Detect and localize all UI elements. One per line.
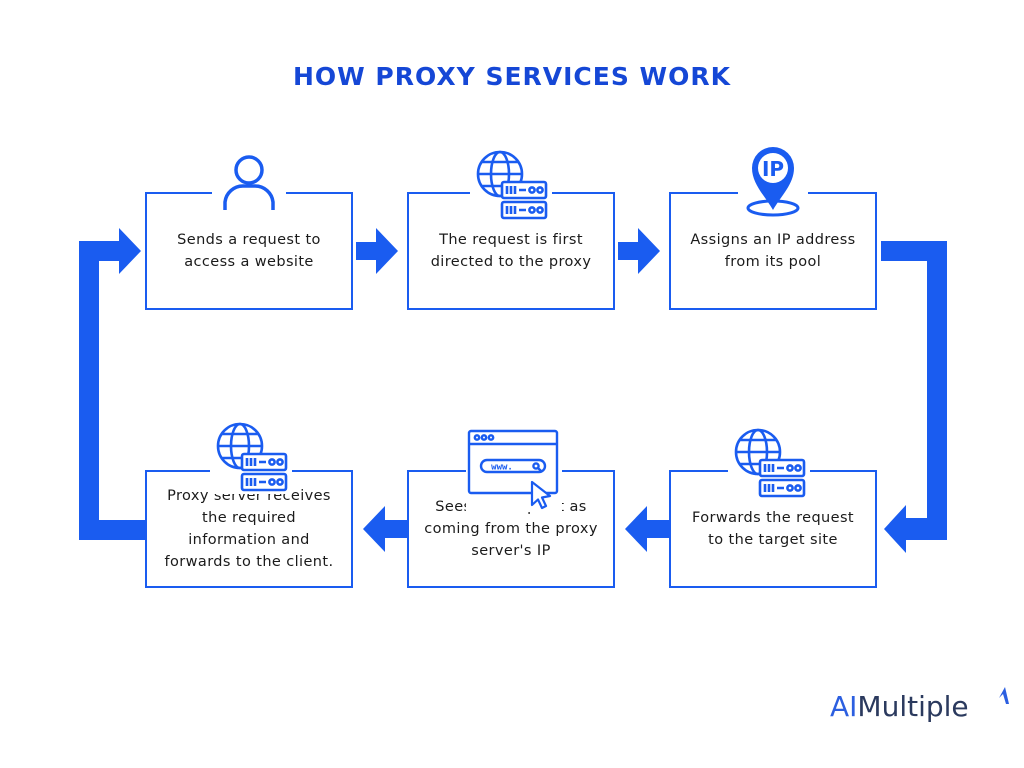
arrow-step6-to-step1	[79, 228, 145, 540]
diagram-title: HOW PROXY SERVICES WORK	[292, 62, 732, 91]
aimultiple-logo: AIMultiple	[830, 690, 969, 723]
logo-multiple-text: Multiple	[857, 690, 969, 723]
browser-window-icon: www.	[466, 428, 562, 512]
globe-server-icon	[728, 424, 810, 500]
ip-badge-text: IP	[762, 157, 784, 181]
step-6-text: Proxy server receives the required infor…	[164, 488, 334, 570]
arrow-step3-to-step4	[881, 241, 947, 553]
globe-server-icon	[210, 418, 292, 494]
arrow-step5-to-step6	[363, 506, 407, 552]
arrow-step1-to-step2	[356, 228, 398, 274]
logo-mark-icon	[999, 687, 1009, 704]
step-3-text: Assigns an IP address from its pool	[690, 232, 856, 270]
arrow-step2-to-step3	[618, 228, 660, 274]
url-bar-text: www.	[491, 463, 513, 473]
user-icon	[212, 150, 286, 214]
step-4-text: Forwards the request to the target site	[692, 510, 854, 548]
step-1-text: Sends a request to access a website	[177, 232, 321, 270]
arrow-step4-to-step5	[625, 506, 669, 552]
globe-server-icon	[470, 146, 552, 222]
step-3-box: Assigns an IP address from its pool	[669, 192, 877, 310]
step-2-text: The request is first directed to the pro…	[430, 232, 592, 270]
ip-location-pin-icon: IP	[738, 140, 808, 218]
logo-ai-text: AI	[830, 690, 858, 723]
